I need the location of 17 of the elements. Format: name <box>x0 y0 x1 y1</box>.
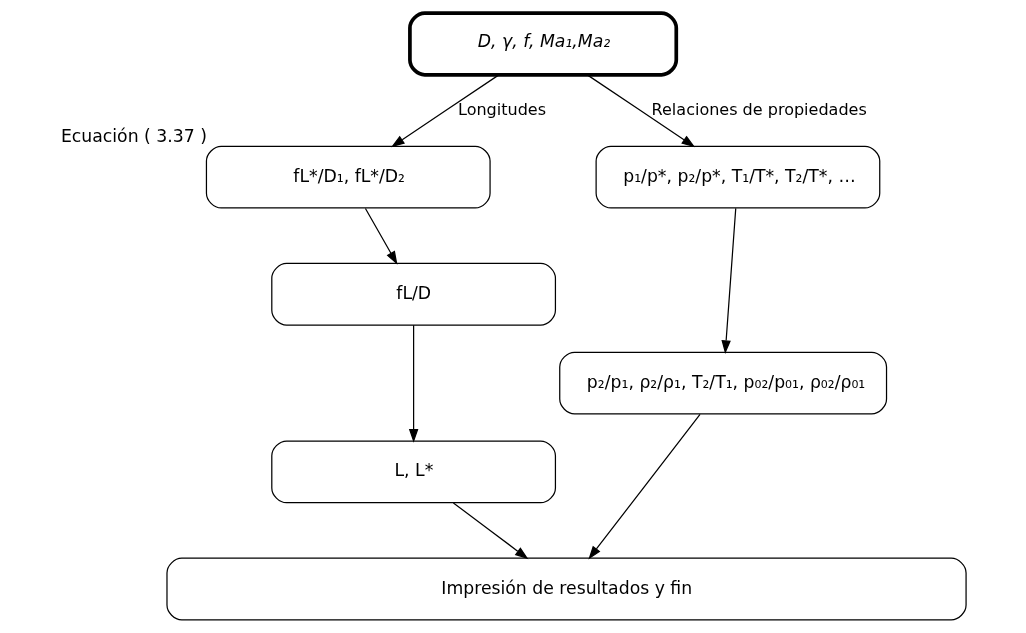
arrow <box>364 207 397 265</box>
arrow <box>586 74 695 148</box>
edge-label: Longitudes <box>457 99 546 119</box>
arrow <box>408 324 418 443</box>
node-box: L, L* <box>270 440 556 504</box>
arrow <box>587 413 701 560</box>
arrow <box>390 74 499 148</box>
edge-label: Relaciones de propiedades <box>651 99 867 119</box>
node-box: fL/D <box>270 262 556 326</box>
node-label: Ecuación ( 3.37 ) <box>60 125 207 146</box>
arrow <box>452 502 528 560</box>
node-box: Impresión de resultados y fin <box>165 557 967 621</box>
node-box: D, γ, f, Ma₁,Ma₂ <box>407 11 678 77</box>
node-box: p₂/p₁, ρ₂/ρ₁, T₂/T₁, p₀₂/p₀₁, ρ₀₂/ρ₀₁ <box>558 351 887 415</box>
arrow <box>720 207 736 354</box>
node-box: fL*/D₁, fL*/D₂ <box>205 145 491 209</box>
node-box: p₁/p*, p₂/p*, T₁/T*, T₂/T*, … <box>595 145 880 209</box>
